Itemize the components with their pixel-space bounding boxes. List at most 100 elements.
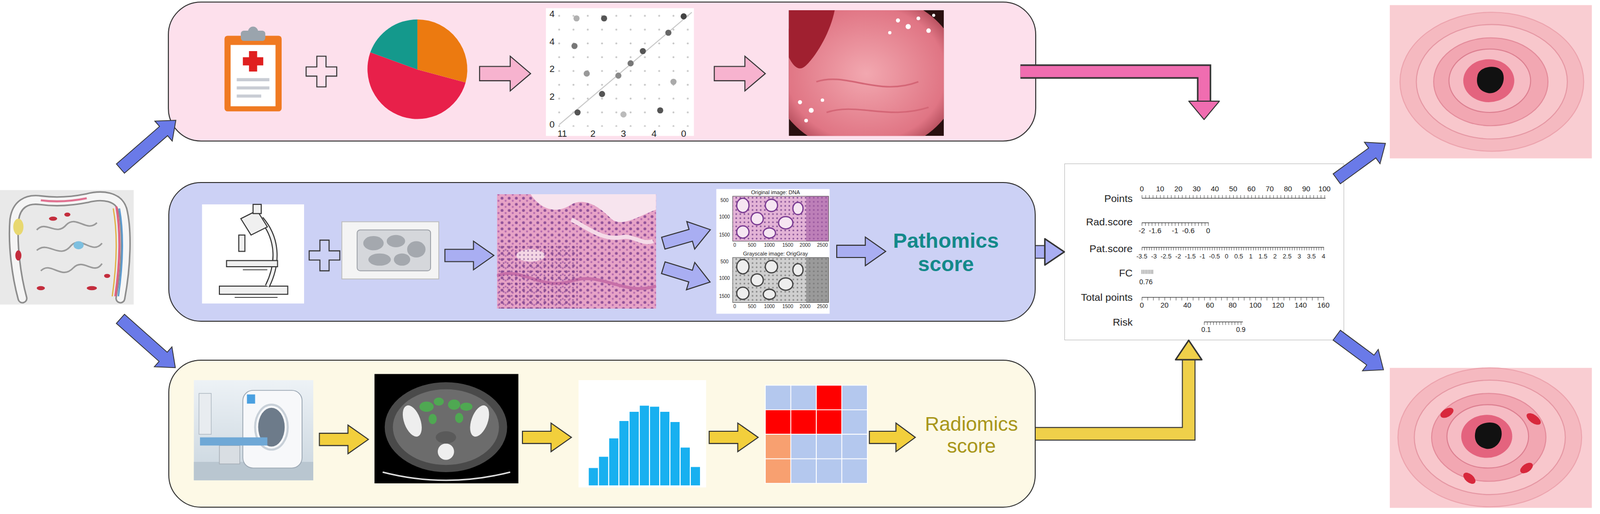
endoscopy-image: [820, 98, 825, 102]
feature-heatmap: [791, 384, 817, 410]
axis-tick-label: 4: [651, 128, 657, 140]
nomogram-axes: [1141, 246, 1324, 248]
scatter-plot: [627, 60, 634, 67]
ct-image: [460, 402, 473, 411]
nomogram-axes: [1141, 197, 1326, 199]
feature-image-panel: [736, 259, 749, 274]
histogram: [588, 467, 598, 486]
axis-tick-label: 1500: [782, 303, 793, 309]
scatter-plot: [620, 111, 627, 118]
feature-image-panel: [736, 197, 803, 238]
endoscopy-image: [916, 16, 921, 21]
nomogram-axes: [1141, 297, 1324, 301]
step-arrow: [709, 422, 759, 452]
colon-lumen-image: [1438, 405, 1456, 420]
pie-chart: [417, 19, 468, 83]
axis-tick-label: 1000: [719, 214, 730, 220]
colon-lumen-image: [1461, 470, 1478, 486]
axis-tick-label: 0: [681, 128, 687, 140]
hook-arrow: [1188, 101, 1220, 120]
feature-image-panel: [736, 225, 749, 238]
pie-chart: [370, 19, 418, 70]
axis-tick-label: 120: [1272, 301, 1285, 310]
step-arrow: [479, 55, 531, 91]
axis-tick-label: 3: [1297, 252, 1301, 260]
axis-tick-label: -1: [1171, 226, 1179, 235]
axis-tick-label: -2: [1138, 226, 1146, 235]
step-arrow: [869, 422, 916, 452]
colon-lumen-image: [1416, 24, 1567, 139]
feature-image-panel: [765, 198, 778, 212]
microscope-icon: [201, 204, 305, 304]
scatter-plot: [545, 8, 694, 136]
feature-heatmap: [842, 433, 868, 459]
axis-tick-label: 40: [1183, 301, 1192, 310]
axis-tick-label: 70: [1265, 184, 1275, 194]
endoscopy-image: [816, 79, 929, 113]
feature-heatmap: [791, 433, 817, 459]
scatter-plot: [680, 13, 687, 20]
ct-scanner-photo: [194, 379, 314, 481]
feature-heatmap: [816, 384, 842, 410]
intestine-illustration: [64, 212, 71, 217]
ct-image: [393, 389, 500, 465]
feature-image-panel: [806, 196, 829, 241]
axis-tick-label: 0.9: [1236, 325, 1246, 334]
block-arrow: [1175, 340, 1203, 360]
axis-tick-label: 2: [1273, 252, 1277, 260]
ct-scanner-photo: [219, 445, 240, 464]
intestine-illustration: [49, 216, 58, 221]
step-arrow: [319, 422, 916, 454]
scatter-plot: [670, 78, 677, 86]
ct-image: [435, 431, 457, 444]
scatter-plot: [583, 70, 591, 77]
feature-image-panel: [792, 202, 804, 215]
feature-heatmap: [791, 458, 817, 484]
axis-tick-label: 2500: [817, 242, 828, 248]
scatter-plot: [598, 90, 606, 98]
feature-image-panel: [732, 257, 829, 303]
axis-tick-label: 0: [1224, 252, 1229, 260]
histogram: [660, 411, 670, 486]
axis-tick-label: 100: [1249, 301, 1262, 310]
axis-tick-label: 1500: [719, 293, 730, 299]
block-arrow: [1044, 238, 1065, 266]
axis-tick-label: 1000: [763, 303, 775, 309]
scatter-plot: [657, 107, 664, 114]
ct-scanner-photo: [198, 393, 212, 434]
feature-image-panel: [732, 196, 829, 241]
feature-image-panel: [806, 257, 829, 303]
flow-arrow: [1329, 324, 1392, 381]
plot-title: Original image: DNA: [751, 189, 800, 196]
axis-tick-label: -0.5: [1208, 252, 1220, 260]
flow-arrow: [111, 110, 185, 179]
feature-heatmap: [765, 458, 791, 484]
ct-scanner-photo: [247, 394, 256, 404]
axis-tick-label: -3: [1150, 252, 1157, 260]
endoscopy-image: [905, 23, 911, 29]
histogram: [578, 379, 706, 487]
nomogram-row-label: Points: [1104, 192, 1133, 204]
colon-lumen-image: [1476, 66, 1504, 93]
axis-tick-label: -3.5: [1136, 252, 1148, 260]
nomogram-row-label: Total points: [1080, 291, 1133, 303]
axis-tick-label: 1000: [719, 275, 730, 281]
feature-heatmap: [791, 409, 817, 434]
step-arrow: [714, 55, 766, 91]
colon-lumen-image: [1461, 414, 1513, 458]
ct-image: [448, 399, 461, 410]
colon-lumen-image: [1389, 367, 1592, 508]
intestine-illustration: [0, 189, 134, 305]
feature-heatmap: [765, 384, 868, 484]
axis-tick-label: 1: [1249, 252, 1253, 260]
scatter-plot: [558, 12, 692, 125]
feature-heatmap: [765, 409, 791, 434]
histogram: [588, 405, 701, 486]
axis-tick-label: -2.5: [1160, 252, 1172, 260]
microscope-icon: [234, 269, 278, 298]
axis-tick-label: 2000: [799, 303, 811, 309]
intestine-illustration: [40, 197, 87, 201]
intestine-illustration: [118, 208, 123, 297]
glass-slide: [341, 221, 439, 280]
nomogram-row-label: Pat.score: [1089, 242, 1133, 254]
